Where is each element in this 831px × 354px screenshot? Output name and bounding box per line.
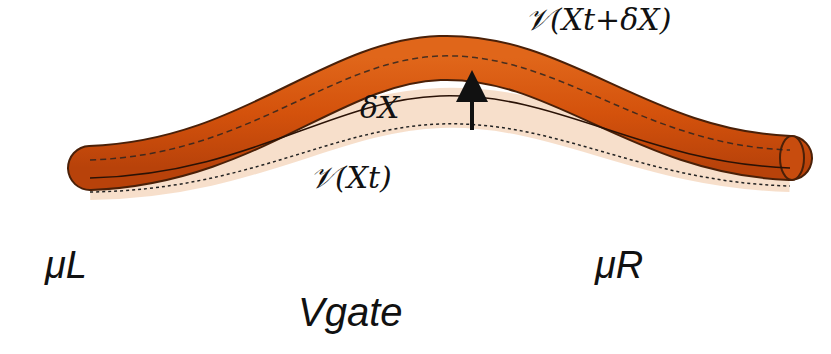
- electrode-label: μR: [595, 244, 643, 287]
- right-electrode: μR: [560, 182, 828, 294]
- gate-electrode: Vgate: [290, 208, 575, 350]
- displacement-label: δX: [360, 90, 399, 125]
- electrode-label: Vgate: [298, 290, 403, 335]
- left-electrode: μL: [6, 180, 266, 292]
- electrode-label: μL: [45, 244, 87, 287]
- potential-label: 𝒱(Xt): [310, 160, 392, 196]
- potential-label: 𝒱(Xt+δX): [525, 2, 671, 38]
